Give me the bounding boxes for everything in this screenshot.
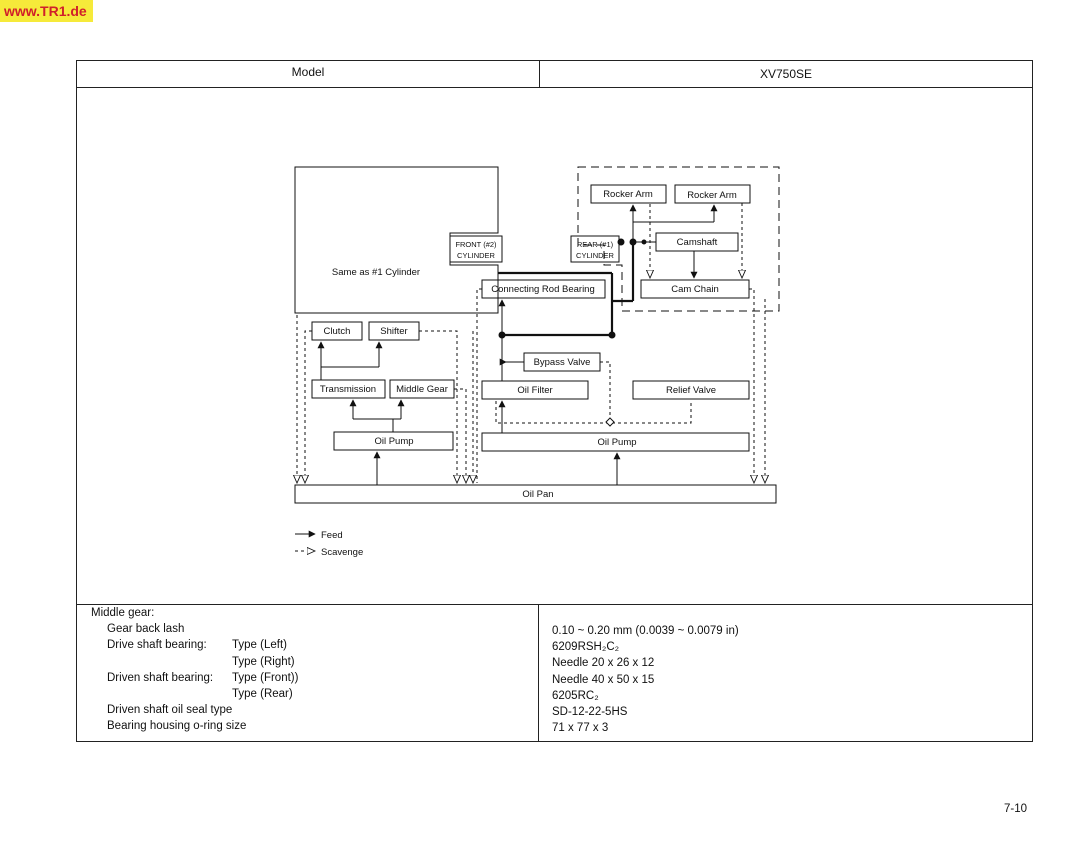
rocker-arm-1-label: Rocker Arm bbox=[603, 189, 653, 200]
oil-seal-label: Driven shaft oil seal type bbox=[107, 704, 233, 717]
cam-chain-label: Cam Chain bbox=[671, 284, 719, 295]
junction-dot bbox=[629, 238, 637, 246]
type-rear-row: Type (Rear) bbox=[91, 686, 293, 702]
legend-scavenge-label: Scavenge bbox=[321, 547, 363, 558]
lubrication-diagram: Same as #1 Cylinder FRONT (#2) CYLINDER … bbox=[77, 88, 1032, 605]
oring-label: Bearing housing o-ring size bbox=[107, 720, 247, 733]
spec-values: 0.10 ~ 0.20 mm (0.0039 ~ 0.0079 in) 6209… bbox=[552, 623, 739, 736]
junction-dot bbox=[617, 238, 625, 246]
camshaft-label: Camshaft bbox=[677, 237, 718, 248]
front-tag-line1: FRONT (#2) bbox=[455, 240, 497, 249]
type-right-row: Type (Right) bbox=[91, 654, 295, 670]
oring-value: 71 x 77 x 3 bbox=[552, 722, 609, 735]
watermark-logo: www.TR1.de bbox=[0, 0, 93, 22]
spec-table: Middle gear: Gear back lash Drive shaft … bbox=[77, 605, 1032, 741]
gear-back-lash-value: 0.10 ~ 0.20 mm (0.0039 ~ 0.0079 in) bbox=[552, 625, 739, 637]
feed-lines bbox=[317, 299, 621, 485]
type-rear-value: 6205RC₂ bbox=[552, 689, 599, 702]
junction-dot bbox=[641, 239, 647, 245]
transmission-box bbox=[311, 379, 386, 399]
gear-back-lash-label: Gear back lash bbox=[107, 623, 185, 636]
middle-gear-label: Middle Gear bbox=[396, 384, 448, 395]
oil-pan-box bbox=[294, 484, 777, 504]
model-label: Model bbox=[77, 61, 540, 87]
oil-filter-label: Oil Filter bbox=[517, 385, 552, 396]
transmission-label: Transmission bbox=[320, 384, 376, 395]
clutch-label: Clutch bbox=[324, 326, 351, 337]
oil-pump-right-box bbox=[481, 432, 750, 452]
model-value: XV750SE bbox=[759, 67, 813, 81]
header-row: Model XV750SE bbox=[77, 61, 1032, 88]
junction-dot bbox=[608, 331, 616, 339]
oil-pump-left-label: Oil Pump bbox=[374, 436, 413, 447]
front-cylinder-block bbox=[294, 166, 499, 314]
front-tag-line2: CYLINDER bbox=[457, 251, 496, 260]
drive-shaft-bearing-row: Drive shaft bearing: Type (Left) bbox=[91, 637, 287, 653]
spec-divider bbox=[538, 605, 539, 741]
oil-filter-box bbox=[481, 380, 589, 400]
type-rear-label: Type (Rear) bbox=[232, 687, 293, 700]
bypass-valve-label: Bypass Valve bbox=[534, 357, 591, 368]
junction-dot bbox=[498, 331, 506, 339]
shifter-label: Shifter bbox=[380, 326, 407, 337]
rocker-arm-2-box bbox=[674, 184, 751, 204]
oil-seal-value: SD-12-22-5HS bbox=[552, 705, 628, 718]
legend-feed-label: Feed bbox=[321, 530, 343, 541]
rear-cylinder-enclosure bbox=[577, 166, 780, 312]
page-number: 7-10 bbox=[1004, 803, 1028, 815]
type-front-label: Type (Front)) bbox=[232, 671, 299, 684]
rocker-arm-2-label: Rocker Arm bbox=[687, 190, 737, 201]
type-left-label: Type (Left) bbox=[232, 639, 287, 652]
spec-section-title: Middle gear: bbox=[91, 607, 155, 619]
type-front-value: Needle 40 x 50 x 15 bbox=[552, 673, 655, 686]
rear-tag-line1: REAR (#1) bbox=[577, 240, 614, 249]
rocker-arm-1-box bbox=[590, 184, 667, 204]
connecting-rod-bearing-label: Connecting Rod Bearing bbox=[491, 284, 595, 295]
front-tag-box bbox=[449, 235, 503, 263]
main-gallery-feed bbox=[498, 242, 635, 337]
rear-tag-line2: CYLINDER bbox=[576, 251, 615, 260]
type-right-label: Type (Right) bbox=[232, 655, 295, 668]
driven-shaft-bearing-row: Driven shaft bearing: Type (Front)) bbox=[91, 670, 298, 686]
check-valve-icon bbox=[605, 417, 615, 427]
drive-shaft-bearing-label: Drive shaft bearing: bbox=[107, 639, 207, 652]
type-right-value: Needle 20 x 26 x 12 bbox=[552, 657, 655, 670]
scavenge-lines bbox=[297, 203, 765, 483]
oil-pan-label: Oil Pan bbox=[522, 489, 553, 500]
spec-labels: Middle gear: Gear back lash Drive shaft … bbox=[91, 605, 298, 735]
relief-valve-box bbox=[632, 380, 750, 400]
type-left-value: 6209RSH₂C₂ bbox=[552, 641, 620, 654]
front-cylinder-label: Same as #1 Cylinder bbox=[332, 267, 420, 278]
spec-sheet: Model XV750SE bbox=[76, 60, 1033, 742]
oil-pump-right-label: Oil Pump bbox=[597, 437, 636, 448]
rear-tag-box bbox=[570, 235, 620, 263]
driven-shaft-bearing-label: Driven shaft bearing: bbox=[107, 671, 214, 684]
relief-valve-label: Relief Valve bbox=[666, 385, 716, 396]
lubrication-chart-svg: Same as #1 Cylinder FRONT (#2) CYLINDER … bbox=[77, 166, 780, 558]
